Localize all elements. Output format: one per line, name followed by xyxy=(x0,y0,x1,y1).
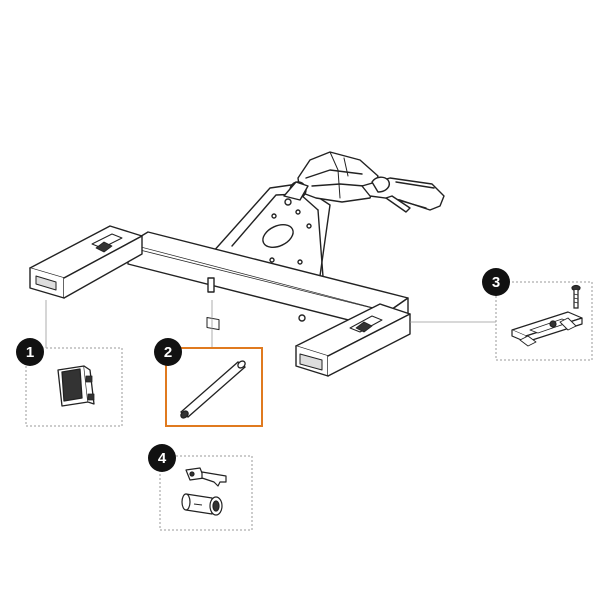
callout-number-3: 3 xyxy=(492,274,500,291)
callout-badge-4 xyxy=(148,444,176,472)
callout-3-box xyxy=(495,281,593,361)
callout-badge-2 xyxy=(154,338,182,366)
callout-1-box xyxy=(25,347,123,427)
key-part xyxy=(185,467,227,487)
callout-badge-1 xyxy=(16,338,44,366)
main-crossbeam xyxy=(127,231,409,331)
callout-2: 2 xyxy=(154,338,263,427)
lock-cylinder-part xyxy=(181,493,223,516)
hitch-assembly xyxy=(29,151,445,377)
callout-badge-3 xyxy=(482,268,510,296)
crossbeam-hole xyxy=(298,314,306,322)
callout-2-highlight-box xyxy=(165,347,263,427)
callout-number-4: 4 xyxy=(158,450,167,467)
callout-4: 4 xyxy=(148,444,253,531)
callout-number-1: 1 xyxy=(26,344,34,361)
callout-4-box xyxy=(159,455,253,531)
release-handle xyxy=(361,176,445,213)
callout-1: 1 xyxy=(16,338,123,427)
left-side-rail xyxy=(29,225,143,299)
right-side-rail xyxy=(295,303,411,377)
callout-number-2: 2 xyxy=(164,344,172,361)
end-cap-plug-part xyxy=(57,365,95,407)
mounting-bracket-part xyxy=(511,311,583,347)
bolt-part xyxy=(571,284,581,309)
upright-plate xyxy=(211,183,331,293)
leader-lines xyxy=(45,300,496,348)
callout-3: 3 xyxy=(482,268,593,361)
coupler-head xyxy=(283,151,379,203)
pin-rod-part xyxy=(179,360,247,419)
